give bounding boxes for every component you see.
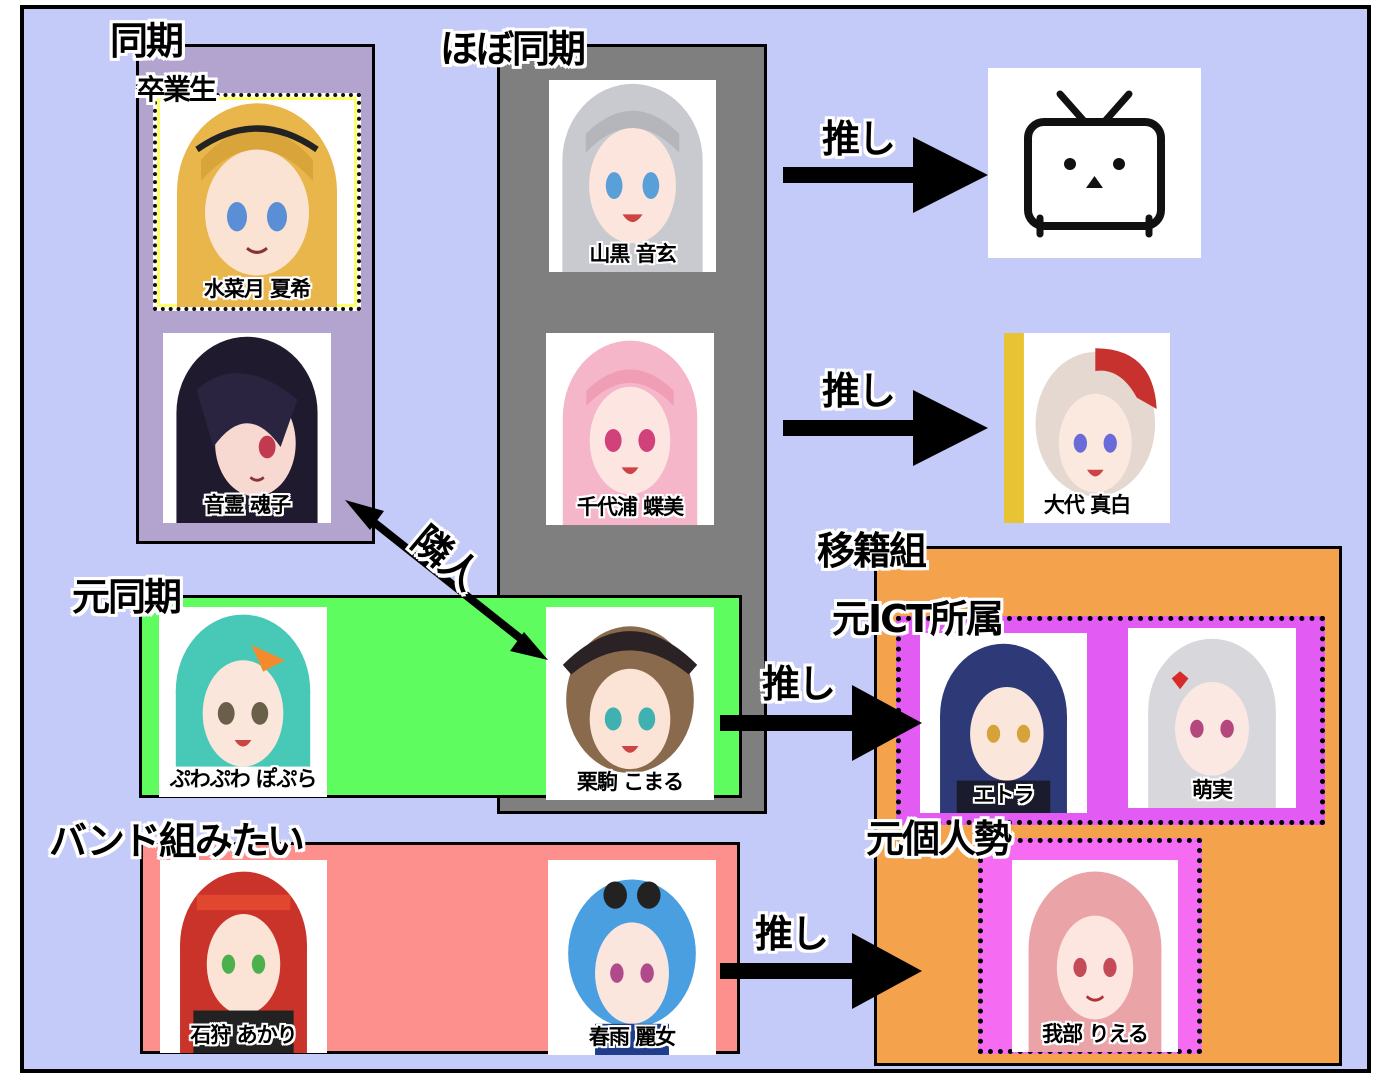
name-ishikari: 石狩 あかり xyxy=(190,1023,297,1047)
bilibili-tv-icon xyxy=(1024,90,1165,238)
avatar-chiyoura-icon xyxy=(562,340,698,525)
avatar-moemi-icon xyxy=(1148,638,1276,808)
avatar-gabu-icon xyxy=(1028,871,1162,1052)
name-gabu: 我部 りえる xyxy=(1042,1022,1149,1046)
name-chiyoura: 千代浦 蝶美 xyxy=(576,495,684,519)
label-iseki: 移籍組 xyxy=(817,529,927,573)
portrait-chiyoura: 千代浦 蝶美 xyxy=(546,333,714,525)
portrait-etora: エトラ xyxy=(920,633,1087,813)
portrait-moemi: 萌実 xyxy=(1128,628,1296,808)
avatar-harusame-icon xyxy=(568,879,696,1055)
name-moemi: 萌実 xyxy=(1192,778,1233,802)
label-band: バンド組みたい xyxy=(49,819,305,863)
label-douki: 同期 xyxy=(110,19,184,63)
portrait-gabu: 我部 りえる xyxy=(1012,860,1178,1052)
avatar-etora-icon xyxy=(940,643,1067,813)
avatar-ooshiro-icon xyxy=(1004,333,1157,523)
oshi-label-moto-ict: 推し xyxy=(762,662,836,706)
label-hobo-douki: ほぼ同期 xyxy=(440,27,586,71)
portrait-kurikoma: 栗駒 こまる xyxy=(546,607,714,800)
label-sotsugyousei: 卒業生 xyxy=(137,73,217,106)
portrait-harusame: 春雨 麗女 xyxy=(548,860,716,1055)
portrait-mizunatsuki: 水菜月 夏希 xyxy=(153,93,361,311)
portrait-ishikari: 石狩 あかり xyxy=(160,860,327,1053)
portrait-otama: 音霊 魂子 xyxy=(163,333,331,523)
avatar-kurikoma-icon xyxy=(562,626,698,773)
name-puwapuwa: ぷわぷわ ぽぷら xyxy=(169,767,318,791)
portrait-yamaguro: 山黒 音玄 xyxy=(549,80,716,272)
oshi-label-bilibili: 推し xyxy=(822,117,896,161)
avatar-yamaguro-icon xyxy=(562,83,703,272)
bilibili-logo xyxy=(988,68,1201,258)
name-etora: エトラ xyxy=(973,783,1035,807)
name-yamaguro: 山黒 音玄 xyxy=(589,242,676,266)
label-moto-ict: 元ICT所属 xyxy=(832,597,1004,641)
avatar-mizunatsuki-icon xyxy=(177,103,337,307)
label-moto-douki: 元同期 xyxy=(72,575,182,619)
name-harusame: 春雨 麗女 xyxy=(588,1025,676,1049)
portrait-puwapuwa: ぷわぷわ ぽぷら xyxy=(159,607,327,797)
name-otama: 音霊 魂子 xyxy=(203,493,291,517)
portrait-ooshiro: 大代 真白 xyxy=(1004,333,1170,523)
avatar-otama-icon xyxy=(176,336,318,523)
name-kurikoma: 栗駒 こまる xyxy=(576,770,684,794)
name-mizunatsuki: 水菜月 夏希 xyxy=(203,277,311,301)
oshi-label-ooshiro: 推し xyxy=(822,369,896,413)
avatar-ishikari-icon xyxy=(180,871,307,1053)
name-ooshiro: 大代 真白 xyxy=(1043,493,1131,517)
label-moto-kojin: 元個人勢 xyxy=(866,817,1012,861)
oshi-label-moto-kojin: 推し xyxy=(755,912,829,956)
avatar-puwapuwa-icon xyxy=(175,614,311,767)
